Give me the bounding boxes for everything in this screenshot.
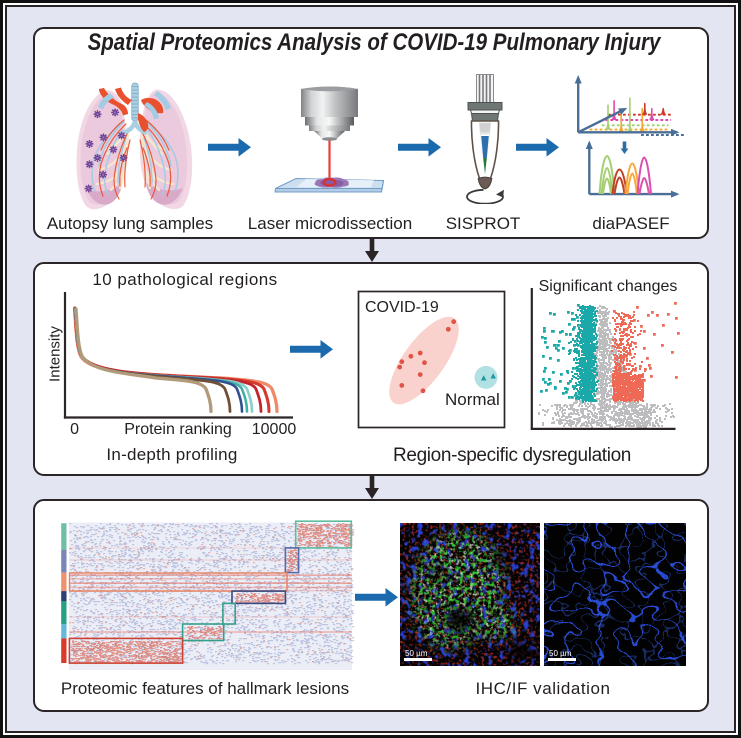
svg-text:50 µm: 50 µm: [549, 649, 572, 658]
svg-text:50 µm: 50 µm: [405, 649, 428, 658]
